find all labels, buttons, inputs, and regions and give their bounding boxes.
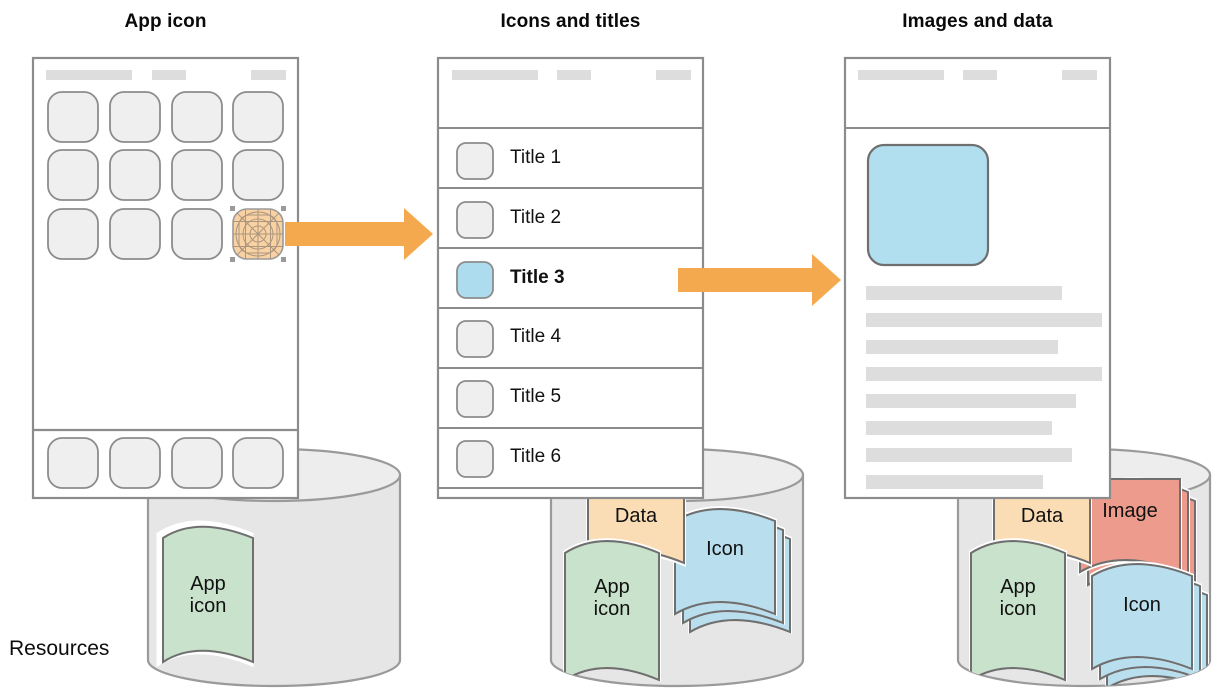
selected-app-icon[interactable] bbox=[230, 206, 286, 262]
list-row-label-1: Title 1 bbox=[510, 147, 562, 168]
app-icon-screen[interactable] bbox=[31, 56, 300, 500]
list-row[interactable] bbox=[438, 201, 703, 249]
status-bar-segment bbox=[656, 70, 691, 80]
text-line bbox=[866, 394, 1076, 408]
app-icon-cell bbox=[171, 91, 223, 143]
status-bar-segment bbox=[963, 70, 997, 80]
app-icon-cell bbox=[109, 91, 161, 143]
list-row-label-6: Title 6 bbox=[510, 446, 562, 467]
arrow-1 bbox=[285, 208, 433, 260]
app-icon-cell bbox=[171, 149, 223, 201]
resource-doc-app-icon bbox=[969, 538, 1067, 682]
list-row-icon-selected bbox=[456, 261, 494, 299]
column-title-app-icon: App icon bbox=[124, 11, 207, 32]
list-row-selected[interactable] bbox=[438, 261, 703, 309]
text-line-group bbox=[866, 286, 1102, 489]
resource-doc-app-icon bbox=[563, 538, 661, 682]
resource-doc-label-image: Image bbox=[1102, 500, 1158, 522]
column-title-images-and-data: Images and data bbox=[902, 11, 1053, 32]
list-row-label-2: Title 2 bbox=[510, 207, 562, 228]
text-line bbox=[866, 340, 1058, 354]
dock-icon bbox=[232, 437, 284, 489]
app-icon-cell bbox=[109, 149, 161, 201]
resource-doc-label-icon: Icon bbox=[706, 538, 744, 560]
resource-doc-icon-stack bbox=[673, 506, 792, 634]
app-icon-cell bbox=[109, 208, 161, 260]
column-title-icons-and-titles: Icons and titles bbox=[500, 11, 641, 32]
list-row-label-4: Title 4 bbox=[510, 326, 562, 347]
app-icon-cell bbox=[232, 149, 284, 201]
list-row-icon bbox=[456, 380, 494, 418]
resource-doc-label-data: Data bbox=[614, 505, 658, 527]
list-row[interactable] bbox=[438, 380, 703, 429]
status-bar-segment bbox=[858, 70, 944, 80]
dock-icon bbox=[109, 437, 161, 489]
status-bar-segment bbox=[452, 70, 538, 80]
dock-icon bbox=[171, 437, 223, 489]
status-bar-segment bbox=[152, 70, 186, 80]
resource-doc-label-app-icon: App icon bbox=[593, 576, 631, 621]
resource-doc-label-app-icon: App icon bbox=[189, 573, 227, 618]
text-line bbox=[866, 367, 1102, 381]
text-line bbox=[866, 421, 1052, 435]
app-icon-cell bbox=[47, 149, 99, 201]
resource-doc-icon-stack bbox=[1090, 561, 1209, 686]
list-row-label-3: Title 3 bbox=[510, 267, 565, 288]
resource-doc-app-icon bbox=[156, 520, 254, 668]
resources-label: Resources bbox=[9, 637, 110, 660]
detail-screen[interactable] bbox=[843, 56, 1112, 500]
resource-doc-label-icon: Icon bbox=[1123, 594, 1161, 616]
selection-handles bbox=[230, 206, 286, 262]
list-row-icon bbox=[456, 201, 494, 239]
hero-image-placeholder bbox=[866, 143, 990, 267]
status-bar-segment bbox=[46, 70, 132, 80]
status-bar-segment bbox=[557, 70, 591, 80]
list-row[interactable] bbox=[438, 142, 703, 189]
resource-doc-label-data: Data bbox=[1020, 505, 1064, 527]
list-screen[interactable] bbox=[436, 56, 705, 500]
app-icon-cell bbox=[171, 208, 223, 260]
list-row[interactable] bbox=[438, 440, 703, 489]
app-icon-cell bbox=[47, 91, 99, 143]
app-icon-cell bbox=[47, 208, 99, 260]
list-row-label-5: Title 5 bbox=[510, 386, 562, 407]
text-line bbox=[866, 313, 1102, 327]
list-row-icon bbox=[456, 320, 494, 358]
resources-cylinder-3 bbox=[956, 447, 1212, 688]
app-icon-cell bbox=[232, 91, 284, 143]
dock-icon bbox=[47, 437, 99, 489]
resource-doc-label-app-icon: App icon bbox=[999, 576, 1037, 621]
status-bar-segment bbox=[1062, 70, 1097, 80]
text-line bbox=[866, 475, 1043, 489]
list-row[interactable] bbox=[438, 320, 703, 369]
text-line bbox=[866, 286, 1062, 300]
list-row-icon bbox=[456, 142, 494, 180]
list-row-icon bbox=[456, 440, 494, 478]
text-line bbox=[866, 448, 1072, 462]
arrow-2 bbox=[678, 254, 841, 306]
status-bar-segment bbox=[251, 70, 286, 80]
